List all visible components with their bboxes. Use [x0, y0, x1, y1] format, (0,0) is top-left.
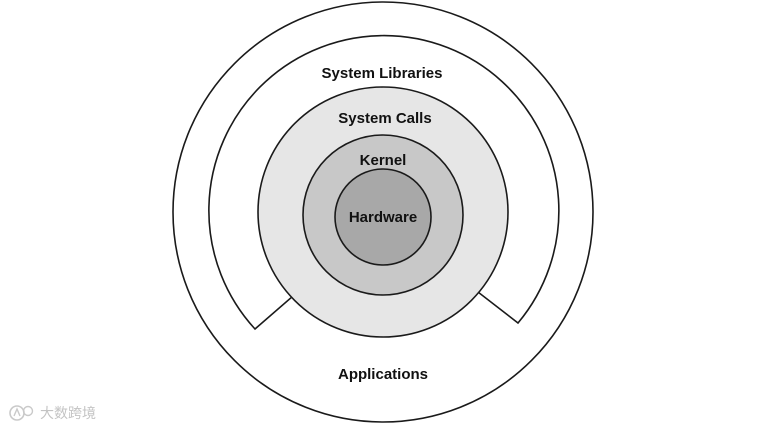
system-libraries-label: System Libraries [322, 65, 443, 82]
system-calls-label: System Calls [338, 110, 431, 127]
watermark-text: 大数跨境 [40, 406, 96, 422]
watermark-logo-icon [9, 405, 34, 421]
kernel-label: Kernel [360, 152, 407, 169]
hardware-label: Hardware [349, 209, 417, 226]
hardware-layer [334, 168, 432, 266]
applications-label: Applications [338, 366, 428, 383]
watermark: 大数跨境 [8, 402, 96, 424]
